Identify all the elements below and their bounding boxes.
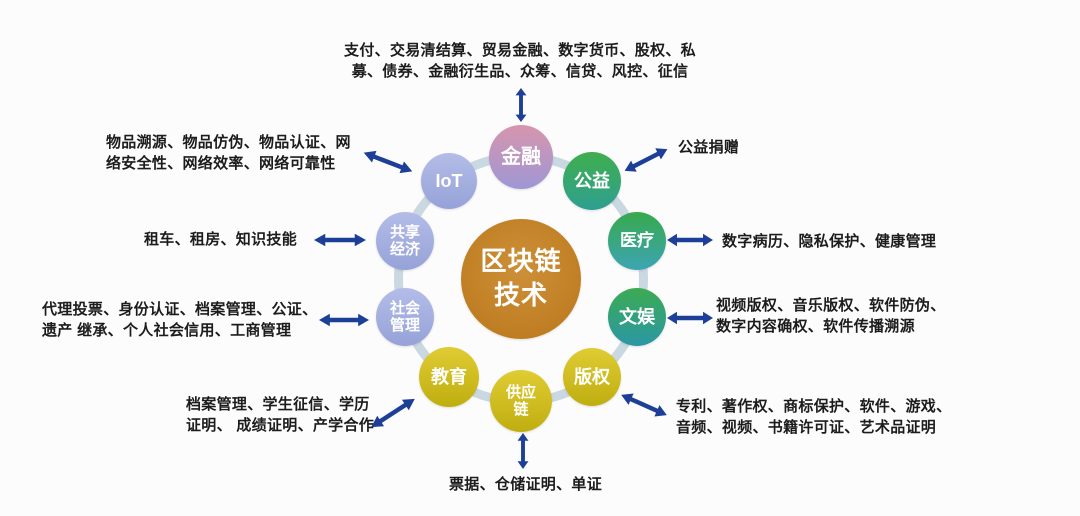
double-arrow-icon bbox=[319, 312, 369, 328]
education-annotation: 档案管理、学生征信、学历证明、 成绩证明、产学合作 bbox=[186, 396, 375, 434]
node-entertainment-label: 文娱 bbox=[619, 306, 655, 327]
social-management-annotation: 代理投票、身份认证、档案管理、公证、遗产 继承、个人社会信用、工商管理 bbox=[42, 301, 318, 339]
center-node-label: 区块链技术 bbox=[480, 246, 562, 310]
finance-annotation: 支付、交易清结算、贸易金融、数字货币、股权、私募、债券、金融衍生品、众筹、信贷、… bbox=[344, 42, 696, 80]
node-supply-chain: 供应链 bbox=[490, 370, 552, 432]
node-social-management-label: 社会管理 bbox=[389, 299, 420, 334]
node-sharing-economy-label: 共享经济 bbox=[389, 223, 420, 258]
node-education: 教育 bbox=[419, 347, 479, 407]
node-copyright-label: 版权 bbox=[574, 366, 610, 387]
entertainment-annotation: 视频版权、音乐版权、软件防伪、数字内容确权、软件传播溯源 bbox=[716, 297, 946, 335]
double-arrow-icon bbox=[667, 232, 713, 248]
medical-annotation: 数字病历、隐私保护、健康管理 bbox=[722, 233, 937, 250]
node-sharing-economy: 共享经济 bbox=[376, 212, 434, 270]
node-entertainment: 文娱 bbox=[608, 288, 666, 346]
node-iot: IoT bbox=[421, 153, 477, 209]
node-iot-label: IoT bbox=[435, 170, 463, 191]
node-copyright: 版权 bbox=[563, 348, 621, 406]
copyright-annotation: 专利、著作权、商标保护、软件、游戏、音频、视频、书籍许可证、艺术品证明 bbox=[676, 398, 952, 436]
node-finance: 金融 bbox=[489, 125, 553, 189]
double-arrow-icon bbox=[514, 88, 528, 122]
iot-annotation: 物品溯源、物品仿伪、物品认证、网络安全性、网络效率、网络可靠性 bbox=[106, 134, 351, 172]
node-medical-label: 医疗 bbox=[620, 231, 654, 251]
double-arrow-icon bbox=[621, 142, 671, 178]
node-education-label: 教育 bbox=[431, 366, 467, 387]
node-supply-chain-label: 供应链 bbox=[505, 383, 536, 418]
center-node-blockchain: 区块链技术 bbox=[461, 219, 581, 339]
double-arrow-icon bbox=[618, 388, 670, 423]
sharing-economy-annotation: 租车、租房、知识技能 bbox=[144, 231, 298, 248]
node-medical: 医疗 bbox=[608, 212, 666, 270]
supply-chain-annotation: 票据、仓储证明、单证 bbox=[449, 476, 603, 493]
double-arrow-icon bbox=[314, 232, 366, 248]
node-social-management: 社会管理 bbox=[376, 288, 434, 346]
double-arrow-icon bbox=[367, 392, 419, 434]
double-arrow-icon bbox=[361, 145, 415, 179]
node-welfare-label: 公益 bbox=[574, 170, 610, 191]
welfare-annotation: 公益捐赠 bbox=[678, 139, 740, 156]
double-arrow-icon bbox=[516, 433, 530, 469]
node-welfare: 公益 bbox=[563, 152, 621, 210]
double-arrow-icon bbox=[667, 310, 713, 326]
node-finance-label: 金融 bbox=[501, 145, 541, 168]
